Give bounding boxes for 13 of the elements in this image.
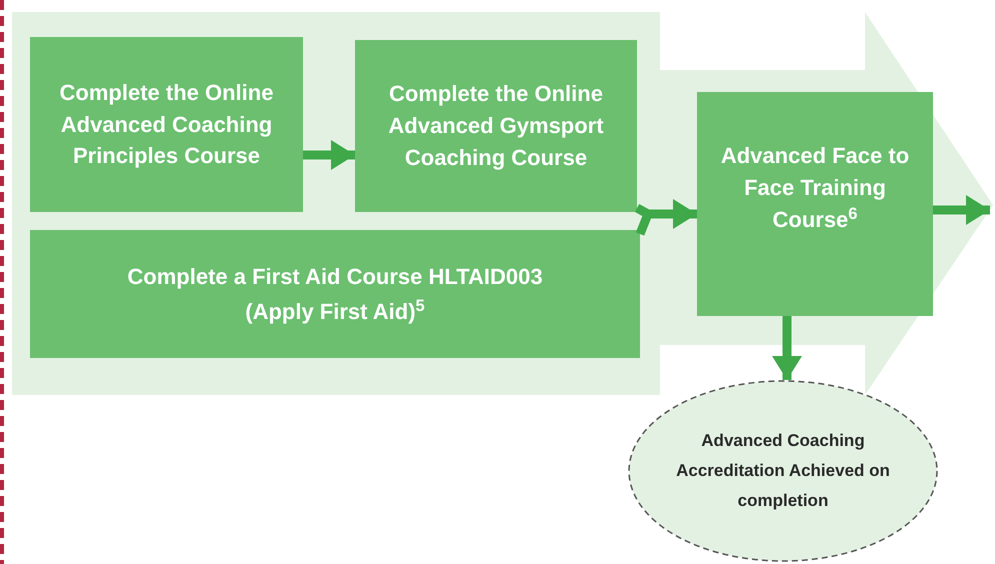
- step-label: Complete the Online Advanced Coaching Principles Course: [58, 78, 274, 170]
- step-label: Complete a First Aid Course HLTAID003 (Apply First Aid)$^{5}$: [126, 262, 544, 326]
- arrow: [772, 316, 802, 380]
- result-ellipse: [628, 380, 938, 562]
- arrow: [303, 140, 355, 170]
- step-label: Complete the Online Advanced Gymsport Coaching Course: [387, 80, 605, 172]
- step-box: [30, 37, 303, 212]
- step-box: [355, 40, 637, 212]
- step-label: Advanced Coaching Accreditation Achieved on completion: [675, 430, 891, 512]
- step-box: [697, 92, 933, 316]
- arrow: [933, 195, 990, 225]
- step-label: Advanced Face to Face Training Course$^{6}$: [720, 142, 910, 234]
- step-box: [30, 230, 640, 358]
